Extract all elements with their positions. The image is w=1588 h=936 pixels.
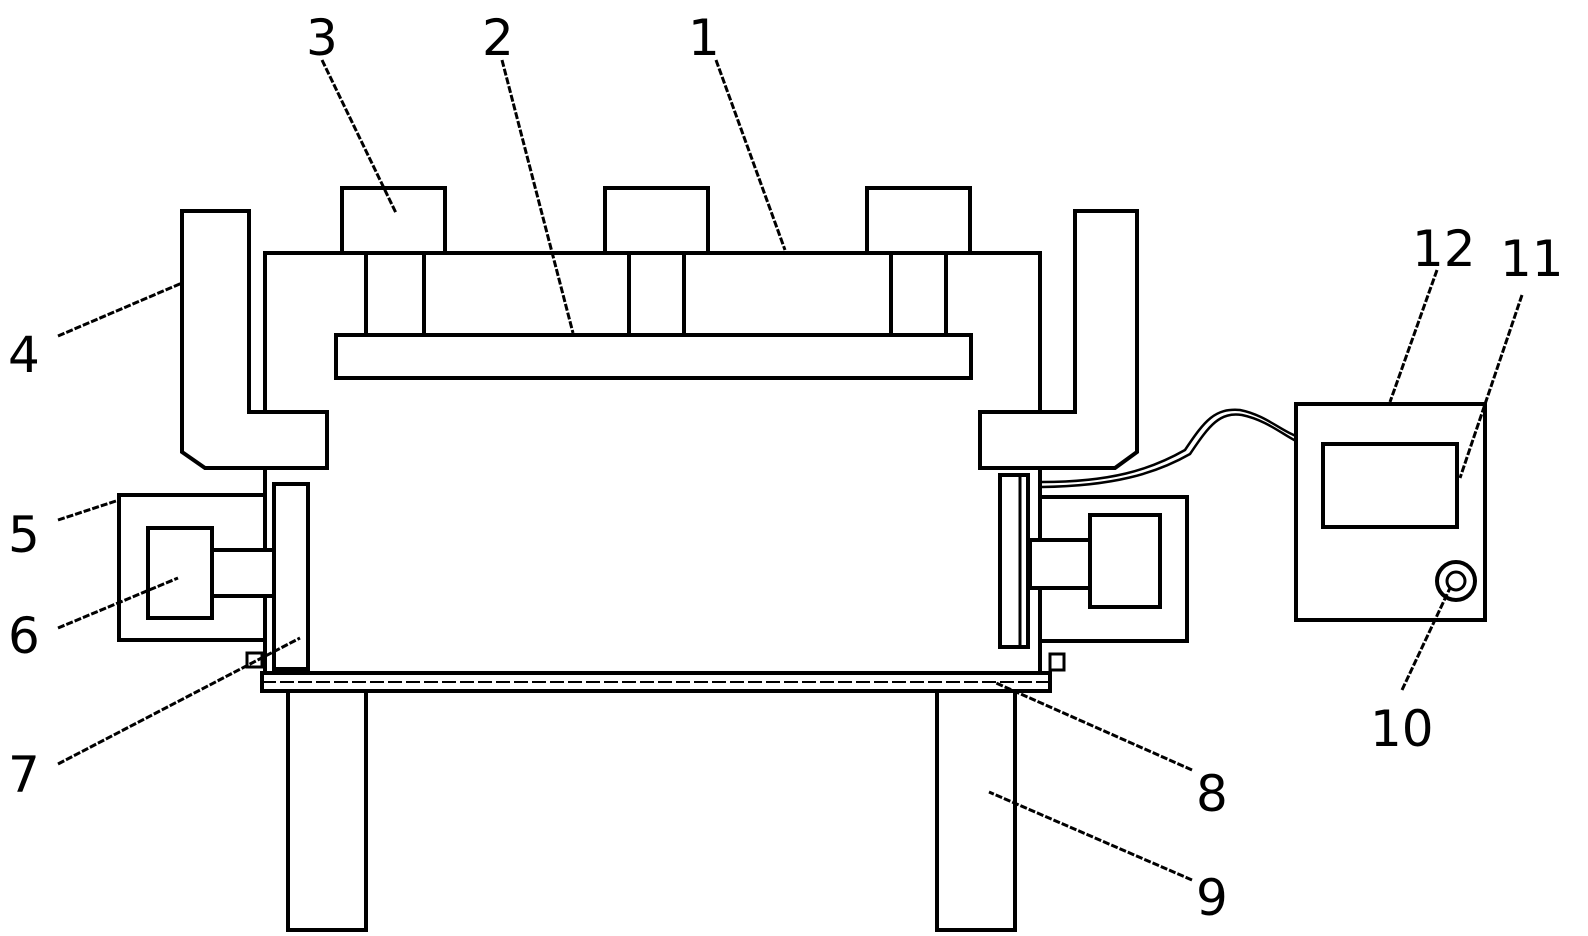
left-press-plate <box>272 482 310 671</box>
leader-line-10 <box>1400 587 1452 691</box>
right-side-motor <box>1088 513 1162 609</box>
cable-2 <box>1041 413 1297 489</box>
label-8: 8 <box>1196 765 1228 823</box>
leader-line-9 <box>988 790 1193 882</box>
label-1: 1 <box>688 9 720 67</box>
right-side-rod <box>1028 538 1092 590</box>
leader-line-7 <box>57 636 301 766</box>
shaft-center <box>627 251 686 337</box>
right-l-pipe <box>978 209 1139 470</box>
control-knob-inner <box>1445 570 1467 592</box>
top-motor-center <box>603 186 710 255</box>
left-side-rod <box>210 548 276 598</box>
leader-line-1 <box>714 59 787 251</box>
label-3: 3 <box>306 9 338 67</box>
label-5: 5 <box>8 506 40 564</box>
leader-line-6 <box>57 576 179 630</box>
left-l-pipe <box>180 209 329 470</box>
label-4: 4 <box>8 326 40 384</box>
left-leg <box>286 688 368 932</box>
leader-line-8 <box>995 681 1193 772</box>
label-12: 12 <box>1412 220 1476 278</box>
leader-line-11 <box>1458 294 1524 479</box>
left-side-motor <box>146 526 214 620</box>
right-leg <box>935 688 1017 932</box>
label-6: 6 <box>8 607 40 665</box>
label-7: 7 <box>8 746 40 804</box>
leader-line-12 <box>1388 269 1439 403</box>
label-11: 11 <box>1500 230 1564 288</box>
label-2: 2 <box>482 9 514 67</box>
label-10: 10 <box>1370 700 1434 758</box>
leader-line-3 <box>320 59 398 214</box>
label-9: 9 <box>1196 869 1228 927</box>
right-clamp <box>1048 652 1066 672</box>
leader-line-4 <box>57 281 183 338</box>
top-motor-left <box>340 186 447 255</box>
shaft-right <box>889 251 948 337</box>
leader-line-5 <box>57 498 120 522</box>
display-screen <box>1321 442 1459 529</box>
shaft-left <box>364 251 426 337</box>
right-press-plate <box>998 473 1030 649</box>
pressing-plate <box>334 333 973 380</box>
leader-line-2 <box>500 59 575 334</box>
top-motor-right <box>865 186 972 255</box>
cable-1 <box>1041 408 1297 484</box>
